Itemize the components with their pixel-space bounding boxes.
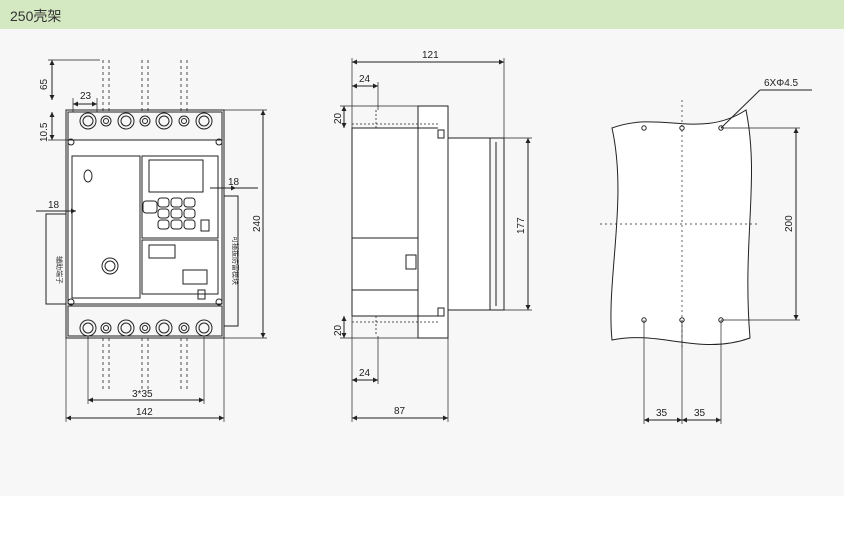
top-terminals [79,112,213,130]
dim-10-5-label: 10.5 [39,122,50,142]
module-label: 可插拔防雷模块 [231,236,240,285]
side-body-right [447,137,491,311]
dim-23-label: 23 [80,91,92,102]
dim-87-label: 87 [394,406,406,417]
dim-142-label: 142 [136,407,153,418]
dim-65-label: 65 [39,78,50,90]
header-bar: 250壳架 [0,0,844,29]
side-cable-lines [352,110,438,336]
keypad [142,197,210,232]
dim-18-right-label: 18 [228,177,240,188]
lcd-display [148,159,204,193]
side-body-center [417,105,449,339]
dim-18-left-label: 18 [48,200,60,211]
mounting-view [600,89,812,424]
dim-121-label: 121 [422,50,439,61]
test-button [101,257,119,275]
dim-20-bottom-label: 20 [333,324,344,336]
front-view [36,59,267,422]
dim-35-right-label: 35 [694,408,706,419]
mounting-plate-outline [610,109,753,345]
dim-3x35-label: 3*35 [132,389,153,400]
side-view [340,58,532,422]
dim-20-top-label: 20 [333,112,344,124]
dim-35-left-label: 35 [656,408,668,419]
top-terminal-strip [67,111,223,141]
side-body-left [351,127,419,317]
bottom-terminals [79,319,213,337]
lower-panel [141,239,219,295]
dim-24-top-label: 24 [359,74,371,85]
page-title: 250壳架 [10,8,62,24]
bottom-terminal-strip [67,305,223,337]
dim-200-label: 200 [784,215,795,232]
aux-terminal-box [45,213,67,305]
side-cover [489,137,505,311]
control-panel [141,155,219,239]
aux-terminal-label: 辅助端子 [55,256,64,284]
holes-label: 6XΦ4.5 [764,78,799,89]
bottom-area [0,496,844,544]
module-box [223,195,239,327]
cable-lines [102,60,188,390]
dim-24-bottom-label: 24 [359,368,371,379]
dim-240-label: 240 [252,215,263,232]
breaker-face [67,139,223,305]
indicator-window [83,169,93,183]
left-cover [71,155,141,299]
dim-177-label: 177 [516,217,527,234]
